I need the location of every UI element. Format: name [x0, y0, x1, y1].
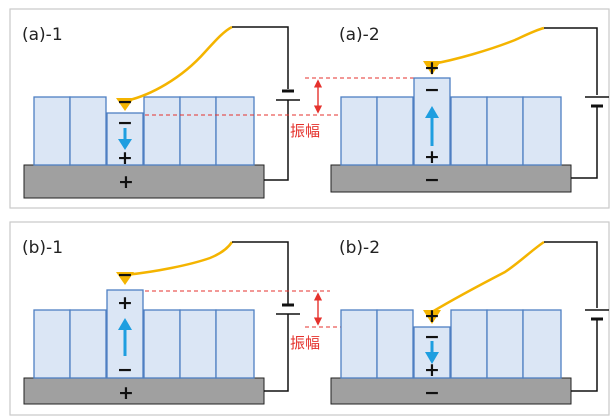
cell-active — [413, 326, 451, 379]
tip — [423, 310, 441, 324]
cell-row — [340, 77, 562, 166]
subpanel-b2: (b)-2 − − + + — [330, 238, 609, 405]
cell-bottom-sign: + — [117, 147, 133, 169]
base-sign: − — [424, 382, 440, 404]
cell — [33, 96, 71, 166]
polarization-arrow — [118, 128, 132, 150]
cell-top-sign: + — [117, 292, 133, 314]
cell — [522, 96, 562, 166]
base-sign: − — [424, 169, 440, 191]
panel-label-a1: (a)-1 — [22, 25, 63, 45]
tip — [116, 98, 134, 111]
cell-bottom-sign: + — [424, 146, 440, 168]
wire — [571, 319, 598, 392]
tip-sign: + — [424, 57, 440, 79]
cell — [33, 309, 71, 379]
polarization-arrow — [425, 341, 439, 364]
cell-top-sign: − — [117, 112, 133, 134]
wire — [232, 26, 289, 89]
cell — [340, 309, 378, 379]
cantilever — [431, 26, 545, 66]
panel-a: (a)-1 + − + − — [9, 8, 610, 209]
amplitude-label: 振幅 — [290, 122, 320, 140]
cell — [376, 96, 414, 166]
tip — [116, 272, 134, 285]
cell-active — [106, 112, 144, 166]
cell — [143, 96, 181, 166]
cell — [450, 309, 488, 379]
tip — [423, 61, 441, 75]
cell — [179, 309, 217, 379]
cell — [215, 96, 255, 166]
polarization-arrow — [425, 106, 439, 146]
polarization-arrow — [118, 318, 132, 356]
cell — [522, 309, 562, 379]
cell — [69, 309, 107, 379]
cell-row — [33, 289, 255, 379]
tip-sign: − — [117, 264, 133, 286]
cell-bottom-sign: − — [117, 359, 133, 381]
panel-label-b1: (b)-1 — [22, 238, 63, 258]
cell — [340, 96, 378, 166]
cell — [143, 309, 181, 379]
cell — [179, 96, 217, 166]
subpanel-a2: (a)-2 − − + + — [330, 25, 609, 193]
cell — [486, 309, 524, 379]
panel-label-a2: (a)-2 — [339, 25, 380, 45]
tip-sign: + — [424, 305, 440, 327]
wire — [232, 241, 289, 304]
tip-sign: − — [117, 91, 133, 113]
base-sign: + — [118, 382, 134, 404]
base-plate — [330, 164, 572, 193]
cell-bottom-sign: + — [424, 359, 440, 381]
subpanel-a1: (a)-1 + − + − — [22, 25, 300, 199]
wire — [544, 27, 598, 95]
wire — [571, 106, 598, 179]
wire — [264, 100, 289, 181]
base-plate — [23, 164, 265, 199]
cell — [215, 309, 255, 379]
cell — [486, 96, 524, 166]
cell-row — [340, 309, 562, 379]
cell-top-sign: − — [424, 326, 440, 348]
base-sign: + — [118, 171, 134, 193]
cell-top-sign: − — [424, 79, 440, 101]
cell — [376, 309, 414, 379]
cell — [69, 96, 107, 166]
wire — [264, 314, 289, 392]
wire — [544, 241, 598, 308]
amplitude-label: 振幅 — [290, 334, 320, 352]
base-plate — [330, 377, 572, 405]
cell — [450, 96, 488, 166]
cell-row — [33, 96, 255, 166]
cantilever — [124, 241, 234, 277]
base-plate — [23, 377, 265, 405]
cantilever — [124, 25, 233, 103]
subpanel-b1: (b)-1 + + − − — [22, 238, 300, 405]
panel-b: (b)-1 + + − − — [9, 221, 610, 416]
cantilever — [431, 240, 545, 314]
panel-label-b2: (b)-2 — [339, 238, 380, 258]
